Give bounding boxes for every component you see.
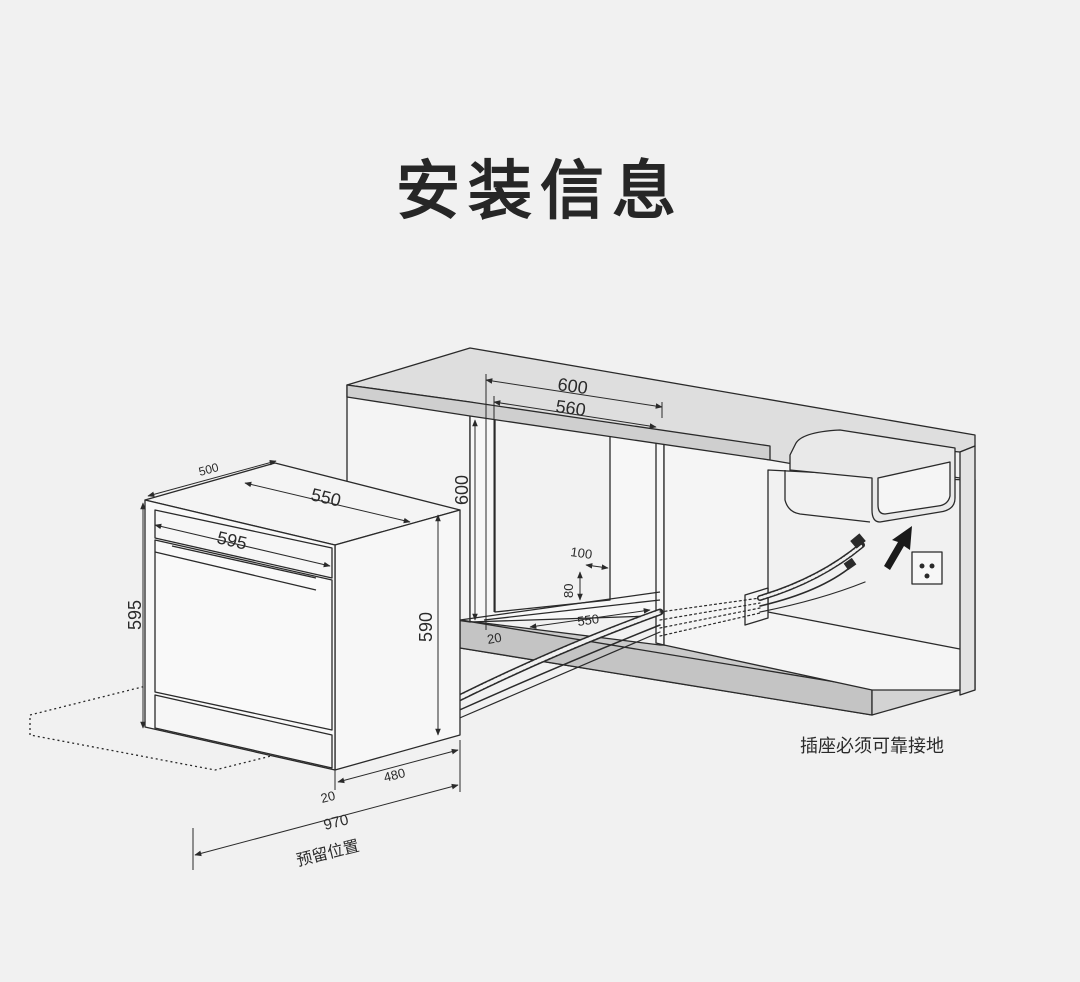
label-970: 970	[322, 811, 350, 834]
dim-line-20-cabinet	[461, 619, 487, 625]
dim-line-550	[244, 481, 411, 524]
label-20-appliance: 20	[319, 788, 337, 806]
opening-floor-line	[459, 591, 661, 621]
socket-hole-2	[929, 563, 935, 569]
cabinet-right-end	[959, 445, 976, 696]
dimension-labels: 500 550 595 595 590 480 20 970 预留位置 600 …	[125, 374, 944, 870]
dim-line-500	[147, 459, 277, 498]
dim-line-480	[337, 748, 459, 784]
label-20-cabinet: 20	[486, 630, 503, 647]
dishwasher-side	[334, 509, 461, 771]
label-80: 80	[561, 584, 576, 598]
label-550-cabinet: 550	[576, 611, 600, 629]
inlet-hose-rise	[759, 565, 853, 607]
dim-line-970	[194, 783, 459, 857]
socket-hole-1	[919, 563, 925, 569]
hose-connector-icon	[843, 557, 857, 571]
sink-underside	[784, 470, 871, 523]
label-590: 590	[416, 612, 436, 642]
arrow-icon	[884, 526, 912, 570]
label-100: 100	[570, 544, 594, 562]
label-reserved-position: 预留位置	[294, 836, 361, 870]
label-600-width: 600	[556, 374, 589, 398]
sink-bowl-inner	[877, 461, 951, 515]
dim-line-100	[585, 563, 609, 570]
dim-line-550-cabinet	[529, 608, 651, 629]
page-title: 安装信息	[396, 155, 684, 229]
cabinet-recess-back	[494, 415, 611, 613]
label-600-height: 600	[452, 475, 472, 505]
kick-plate	[154, 694, 333, 769]
label-560: 560	[554, 396, 587, 420]
dim-line-595-width	[154, 523, 331, 568]
dimension-lines	[140, 374, 663, 870]
power-cord-rise	[759, 581, 866, 613]
label-500: 500	[197, 460, 220, 479]
dim-line-560	[493, 400, 657, 429]
socket-hole-3	[924, 573, 930, 579]
power-cord	[454, 631, 661, 721]
label-480: 480	[382, 765, 407, 785]
dishwasher	[29, 462, 461, 771]
inlet-hose	[454, 624, 661, 713]
hose-fitting-icon	[850, 533, 866, 549]
wall-socket	[911, 551, 943, 585]
socket-note: 插座必须可靠接地	[800, 736, 944, 757]
label-595-height: 595	[125, 600, 145, 630]
